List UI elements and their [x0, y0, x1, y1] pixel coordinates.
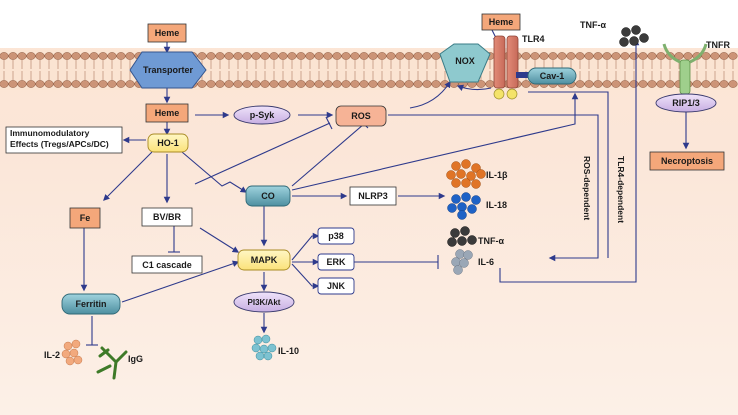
- jnk-box: [317, 277, 355, 295]
- nox-label: NOX: [455, 56, 475, 66]
- tlr4-dependent-label: TLR4-dependent: [616, 156, 626, 224]
- igg-icon: [96, 346, 128, 380]
- arrow-mapk-to-jnk: [291, 263, 320, 290]
- il10-label: IL-10: [278, 346, 300, 356]
- immuno-box: [5, 126, 123, 154]
- p38-label: p38: [328, 231, 344, 241]
- il18-molecules-icon: [447, 192, 481, 220]
- extracellular-background: [0, 0, 738, 48]
- heme-cyto-box: [145, 103, 189, 123]
- arrow-tlr4-to-nox: [456, 84, 492, 91]
- tlr4-right-chain: [506, 35, 519, 89]
- mapk-label: MAPK: [250, 255, 278, 265]
- immuno-label-line1: Immunomodulatory: [10, 128, 90, 138]
- tnfr-label: TNFR: [706, 40, 730, 50]
- igg-label: IgG: [128, 354, 143, 364]
- bvbr-label: BV/BR: [152, 212, 181, 222]
- erk-box: [317, 253, 355, 271]
- rip-shape: [655, 93, 717, 113]
- tlr4-adaptor-1: [493, 88, 505, 100]
- line-tlr4-to-il6: [528, 91, 609, 258]
- fe-box: [69, 207, 101, 229]
- ros-label: ROS: [351, 111, 371, 121]
- nlrp3-box: [349, 186, 397, 206]
- heme-receptor-box: [481, 13, 521, 31]
- tnfa-top-label: TNF-α: [580, 20, 607, 30]
- necroptosis-label: Necroptosis: [660, 156, 713, 166]
- ros-dependent-label: ROS-dependent: [582, 156, 592, 221]
- rip-label: RIP1/3: [672, 98, 700, 108]
- tlr4-adaptor-2: [506, 88, 518, 100]
- tnfr-stem: [679, 59, 691, 95]
- heme-top-box: [147, 23, 187, 43]
- cell-membrane: [0, 50, 738, 90]
- nox-shape: [439, 43, 491, 83]
- immuno-label-line2: Effects (Tregs/APCs/DC): [10, 139, 109, 149]
- arrow-ferritin-to-mapk: [121, 260, 240, 303]
- ho1-shape: [147, 133, 189, 153]
- co-shape: [245, 185, 291, 207]
- il10-molecules-icon: [251, 334, 277, 361]
- psyk-label: p-Syk: [249, 110, 275, 120]
- necroptosis-box: [649, 151, 725, 171]
- tlr4-label: TLR4: [522, 34, 545, 44]
- transporter-label: Transporter: [142, 65, 193, 75]
- il6-label: IL-6: [478, 257, 495, 267]
- tnfa-mid-molecules-icon: [447, 226, 477, 247]
- nlrp3-label: NLRP3: [358, 191, 388, 201]
- tnfa-top-molecules-icon: [619, 25, 649, 47]
- tnfa-mid-label: TNF-α: [478, 236, 505, 246]
- arrow-bvbr-to-mapk: [199, 227, 240, 253]
- co-label: CO: [261, 191, 275, 201]
- inhibit-co-ros: [291, 123, 365, 187]
- ho1-label: HO-1: [157, 138, 179, 148]
- ferritin-shape: [61, 293, 121, 315]
- erk-label: ERK: [326, 257, 346, 267]
- arrow-ros-to-il6: [388, 114, 599, 262]
- ferritin-label: Ferritin: [75, 299, 107, 309]
- bvbr-box: [141, 207, 193, 227]
- p38-box: [317, 227, 355, 245]
- arrow-ros-to-nox: [409, 80, 451, 109]
- il2-molecules-icon: [61, 339, 83, 366]
- heme-cyto-label: Heme: [154, 108, 180, 118]
- arrow-co-to-cav1: [291, 92, 579, 191]
- arrow-ho1-to-fe: [103, 151, 153, 201]
- inhibit-ros-line: [194, 122, 331, 185]
- pi3k-shape: [233, 291, 295, 313]
- transporter-shape: [129, 51, 207, 89]
- c1-box: [131, 255, 203, 274]
- arrow-il6-to-tnf: [499, 38, 640, 283]
- arrow-mapk-to-p38: [291, 232, 320, 261]
- heme-receptor-label: Heme: [488, 17, 514, 27]
- tnfr-arms: [662, 43, 708, 64]
- pi3k-label: PI3K/Akt: [247, 297, 281, 307]
- jnk-label: JNK: [326, 281, 345, 291]
- il6-molecules-icon: [451, 249, 473, 275]
- c1-label: C1 cascade: [142, 259, 192, 270]
- mapk-shape: [237, 249, 291, 271]
- cav1-shape: [527, 67, 577, 85]
- fe-label: Fe: [79, 213, 91, 223]
- cav1-label: Cav-1: [539, 71, 565, 81]
- il1b-label: IL-1β: [486, 170, 508, 180]
- tlr4-cav1-link: [516, 72, 530, 78]
- il1b-molecules-icon: [446, 159, 486, 189]
- psyk-shape: [233, 105, 291, 125]
- tlr4-left-chain: [493, 35, 506, 89]
- inhibit-ros-bar: [325, 116, 333, 130]
- ros-box: [335, 105, 387, 127]
- il2-label: IL-2: [44, 350, 61, 360]
- heme-top-label: Heme: [154, 28, 180, 38]
- arrow-ho1-to-co: [181, 151, 248, 193]
- il18-label: IL-18: [486, 200, 508, 210]
